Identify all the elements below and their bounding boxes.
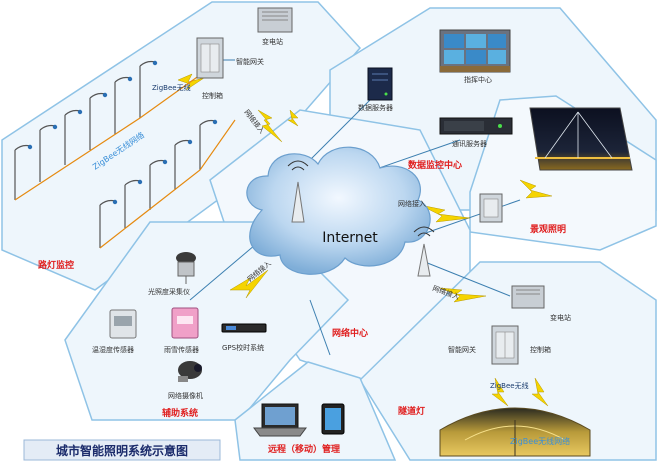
label-comm-server: 通讯服务器 xyxy=(452,139,487,148)
label-zigbee-network-tunnel: ZigBee无线网络 xyxy=(510,436,570,446)
laptop-icon xyxy=(253,403,307,437)
temp-sensor-icon xyxy=(109,309,137,339)
label-substation-top: 变电站 xyxy=(262,37,283,46)
label-camera: 网络摄像机 xyxy=(168,391,203,400)
label-command-center: 指挥中心 xyxy=(464,75,492,84)
label-access-2: 网络接入 xyxy=(398,199,426,208)
label-light-sensor: 光照度采集仪 xyxy=(148,287,190,296)
label-control-box-top: 控制箱 xyxy=(202,91,223,100)
data-server-icon xyxy=(367,67,393,101)
label-zigbee-top: ZigBee无线 xyxy=(152,83,191,92)
label-rain-sensor: 雨雪传感器 xyxy=(164,345,199,354)
zone-label-network-center: 网络中心 xyxy=(332,327,368,339)
label-control-box-bottom: 控制箱 xyxy=(530,345,551,354)
label-gateway-bottom: 智能网关 xyxy=(448,345,476,354)
diagram-title: 城市智能照明系统示意图 xyxy=(56,443,188,458)
label-gps: GPS校时系统 xyxy=(222,343,264,352)
label-temp-sensor: 温湿度传感器 xyxy=(92,345,134,354)
label-zigbee-bottom: ZigBee无线 xyxy=(490,381,529,390)
control-box-top-icon xyxy=(196,37,224,79)
gps-icon xyxy=(221,323,267,333)
zone-label-tunnel: 隧道灯 xyxy=(398,405,425,417)
internet-cloud xyxy=(246,146,431,275)
tunnel-photo xyxy=(439,407,591,457)
zone-label-street: 路灯监控 xyxy=(38,259,74,271)
antenna-icons xyxy=(287,160,435,277)
landscape-photo xyxy=(529,107,633,171)
control-box-bottom-icon xyxy=(491,325,519,365)
label-substation-bottom: 变电站 xyxy=(550,313,571,322)
camera-icon xyxy=(178,361,202,382)
command-center-icon xyxy=(439,29,511,73)
internet-label: Internet xyxy=(322,230,378,246)
substation-top-icon xyxy=(257,7,293,33)
zone-label-landscape: 景观照明 xyxy=(530,224,566,235)
substation-bottom-icon xyxy=(511,285,545,309)
zone-label-auxiliary: 辅助系统 xyxy=(162,407,198,419)
title-bar: 城市智能照明系统示意图 xyxy=(23,439,221,461)
comm-server-icon xyxy=(439,117,513,135)
panel-auxiliary xyxy=(64,221,350,421)
light-sensor-icon xyxy=(176,252,196,284)
zone-label-data-center: 数据监控中心 xyxy=(408,159,462,171)
tablet-icon xyxy=(321,403,345,435)
label-gateway-top: 智能网关 xyxy=(236,57,264,66)
rain-sensor-icon xyxy=(171,307,199,339)
label-data-server: 数据服务器 xyxy=(358,103,393,112)
zone-label-remote: 远程（移动）管理 xyxy=(268,443,340,455)
street-lights xyxy=(14,60,236,249)
landscape-box-icon xyxy=(479,193,503,223)
